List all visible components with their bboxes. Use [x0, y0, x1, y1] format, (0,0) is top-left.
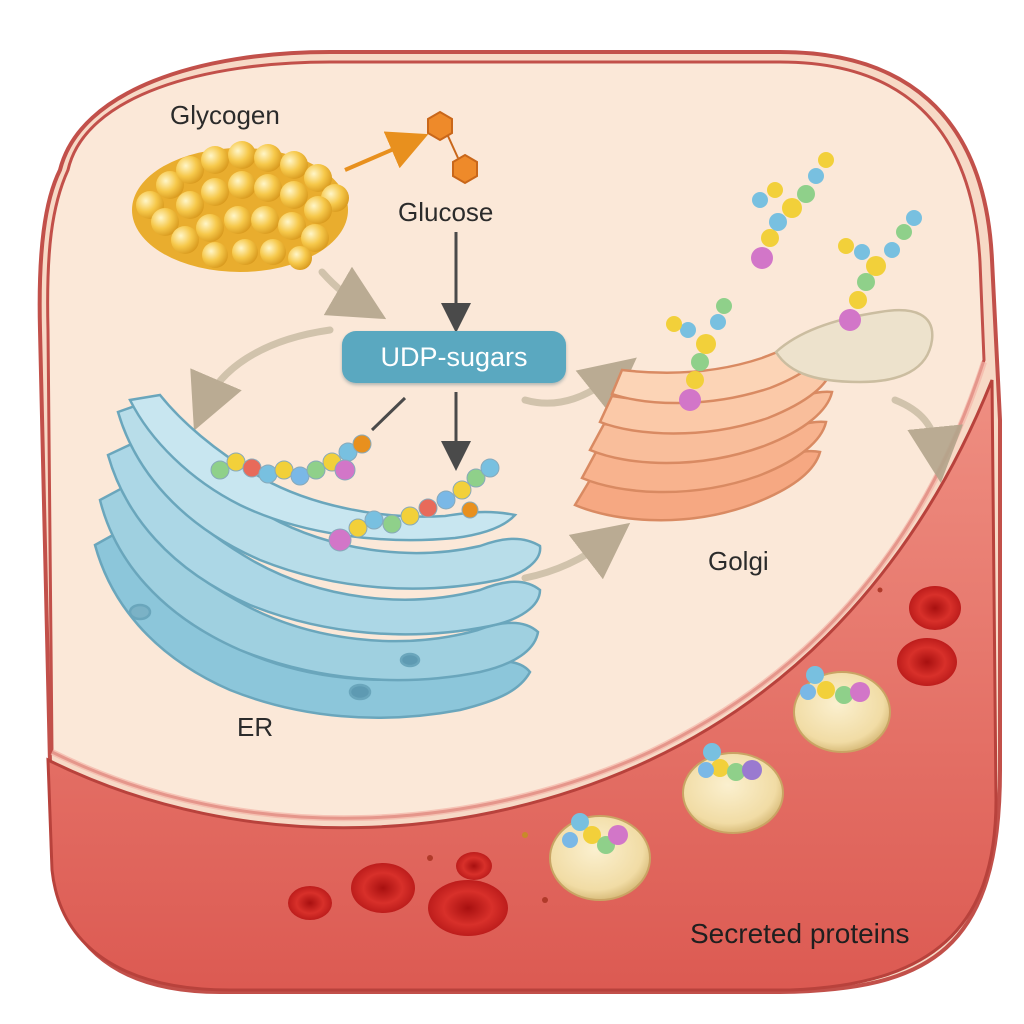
glycan-chain-icon	[751, 152, 834, 269]
red-blood-cell-icon	[897, 638, 957, 686]
curved-arrow-glycogen-udp	[318, 266, 387, 320]
glycan-chain-icon	[328, 458, 500, 552]
vesicle-icon	[793, 666, 891, 753]
udp-sugars-badge: UDP-sugars	[342, 331, 566, 383]
secretory-vesicles	[549, 666, 891, 901]
glycan-chain-icon	[838, 210, 922, 331]
red-blood-cell-icon	[428, 880, 508, 936]
glucose-hexagon-icon	[427, 110, 478, 185]
curved-arrow-udp-er	[190, 326, 334, 431]
arrow-udp-to-er	[370, 396, 407, 432]
curved-arrow-golgi-secretion	[891, 396, 964, 483]
vesicle-icon	[549, 813, 651, 901]
red-blood-cell-icon	[909, 586, 961, 630]
golgi-label: Golgi	[708, 546, 769, 576]
glycogen-label: Glycogen	[170, 100, 280, 130]
red-blood-cell-icon	[456, 852, 492, 880]
endoplasmic-reticulum	[93, 393, 542, 719]
arrow-glycogen-to-glucose	[344, 131, 429, 172]
glucose-label: Glucose	[398, 197, 494, 227]
vesicle-icon	[682, 743, 784, 834]
er-label: ER	[237, 712, 274, 742]
red-blood-cell-icon	[351, 863, 415, 913]
curved-arrow-er-golgi	[521, 522, 631, 582]
glycan-chain-icon	[210, 434, 372, 486]
glycogen-granule-icon	[132, 141, 349, 272]
glycan-chain-icon	[666, 298, 732, 411]
secreted-proteins-label: Secreted proteins	[690, 918, 910, 949]
curved-arrow-udp-golgi	[521, 357, 637, 415]
red-blood-cell-icon	[288, 886, 332, 920]
